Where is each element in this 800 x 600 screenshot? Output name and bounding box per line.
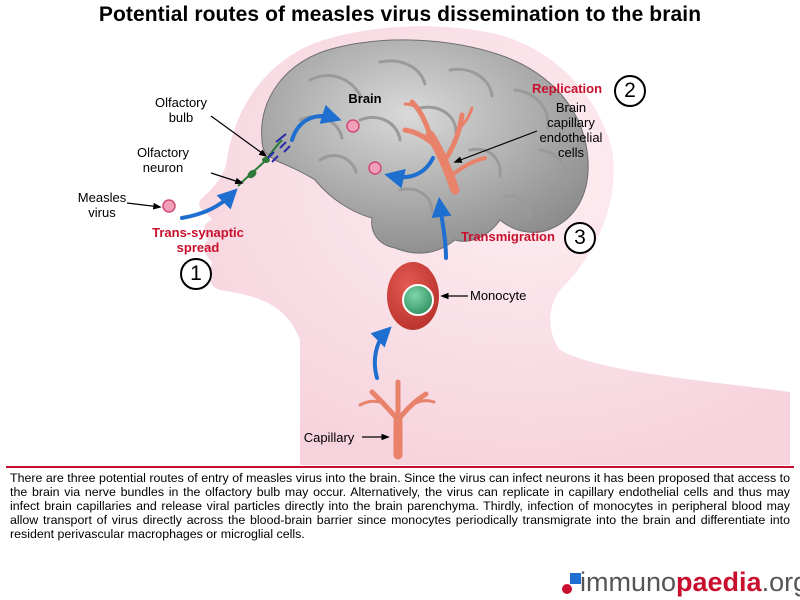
brain-shape xyxy=(261,39,589,254)
olfactory-bulb xyxy=(267,133,291,163)
arrow-virus-to-nose xyxy=(180,188,238,220)
label-olfactory-neuron: Olfactory neuron xyxy=(136,145,189,175)
logo-suffix: .org xyxy=(761,567,800,597)
logo-highlight: paedia xyxy=(676,567,762,597)
step-number-2: 2 xyxy=(614,75,646,107)
caption-text: There are three potential routes of entr… xyxy=(10,471,790,541)
pathway-arrows xyxy=(180,104,452,380)
label-replication: Replication xyxy=(531,81,603,96)
logo-prefix: immuno xyxy=(580,567,677,597)
virus-particle xyxy=(346,119,360,133)
label-transmigration: Transmigration xyxy=(461,229,555,244)
logo-text: immunopaedia.org xyxy=(580,567,800,598)
diagram-title: Potential routes of measles virus dissem… xyxy=(98,3,702,26)
arrow-capillary-to-monocyte xyxy=(370,326,392,380)
arrow-bulb-to-brain xyxy=(290,104,342,142)
label-trans-synaptic-spread: Trans-synaptic spread xyxy=(152,225,244,255)
logo-cube-icon xyxy=(562,573,581,594)
step-number-1: 1 xyxy=(180,258,212,290)
virus-particle xyxy=(368,161,382,175)
monocyte-cell xyxy=(387,262,439,330)
virus-particle xyxy=(162,199,176,213)
arrow-capillary-to-brain xyxy=(384,156,435,189)
immunopaedia-logo[interactable]: immunopaedia.org xyxy=(560,565,800,599)
label-capillary: Capillary xyxy=(303,430,355,445)
label-monocyte: Monocyte xyxy=(470,288,527,303)
label-brain: Brain xyxy=(348,91,382,106)
caption-divider xyxy=(6,466,794,468)
arrow-monocyte-to-brain xyxy=(431,197,452,260)
pointer-lines xyxy=(126,115,538,441)
label-brain-capillary-endothelial-cells: Brain capillary endothelial cells xyxy=(539,100,603,160)
label-measles-virus: Measles virus xyxy=(77,190,127,220)
label-olfactory-bulb: Olfactory bulb xyxy=(154,95,207,125)
peripheral-capillary xyxy=(358,379,436,460)
step-number-3: 3 xyxy=(564,222,596,254)
brain-capillary xyxy=(402,99,487,195)
